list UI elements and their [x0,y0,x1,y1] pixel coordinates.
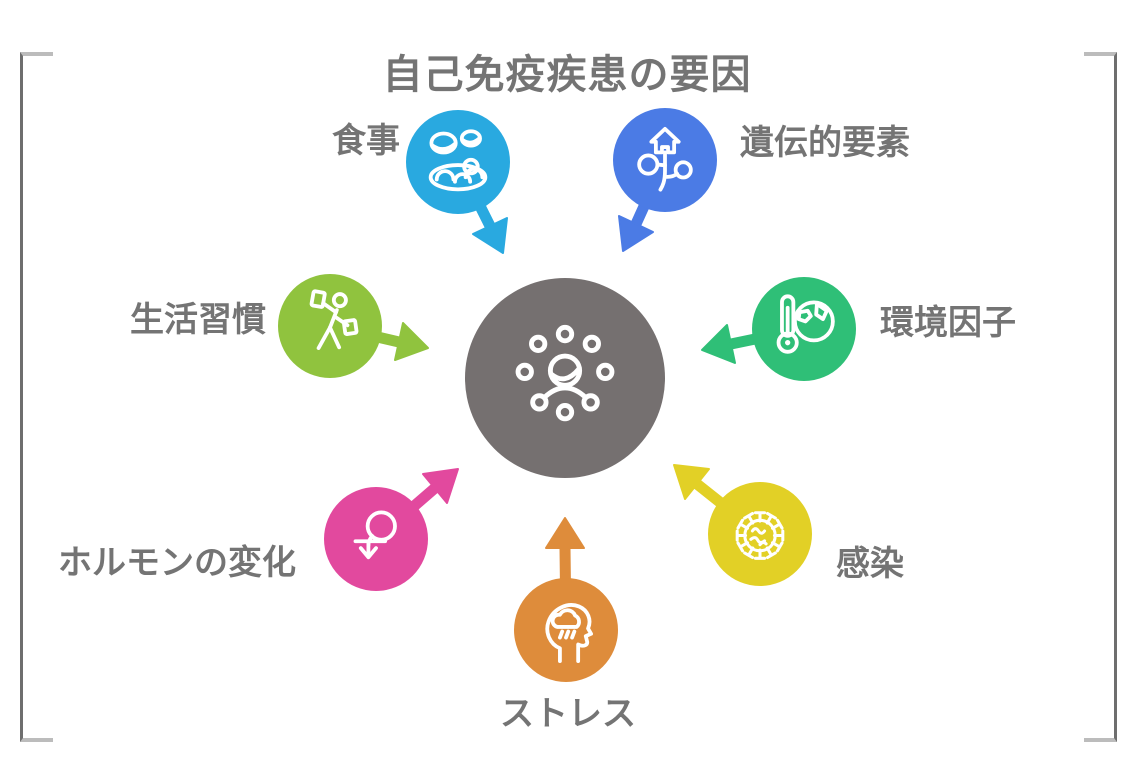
factor-label-diet: 食事 [332,122,400,160]
factor-label-lifestyle: 生活習慣 [130,301,266,339]
heredity-icon [637,126,693,192]
hormone-icon [353,510,397,560]
factor-circle-hormones [324,487,428,591]
factor-circle-diet [406,110,510,214]
page-title: 自己免疫疾患の要因 [382,53,752,97]
frame-bracket-left [20,52,53,742]
virus-icon [735,511,785,560]
factor-label-environment: 環境因子 [880,304,1016,342]
factor-label-stress: ストレス [500,695,636,733]
frame-bracket-right [1084,52,1117,742]
factor-circle-genetics [613,108,717,212]
factor-circle-stress [514,578,618,682]
factor-circle-infection [708,482,812,586]
factor-circle-lifestyle [278,274,382,378]
exercise-icon [309,289,359,350]
meal-icon [428,129,488,192]
factor-label-infection: 感染 [836,545,904,583]
factor-label-genetics: 遺伝的要素 [740,124,910,162]
thermometer-globe-icon [776,294,835,354]
head-rain-cloud-icon [545,603,593,664]
center-circle-autoimmune [465,278,665,478]
factor-label-hormones: ホルモンの変化 [58,544,296,582]
factor-circle-environment [752,277,856,381]
person-surrounded-by-immune-cells-icon [515,324,615,422]
